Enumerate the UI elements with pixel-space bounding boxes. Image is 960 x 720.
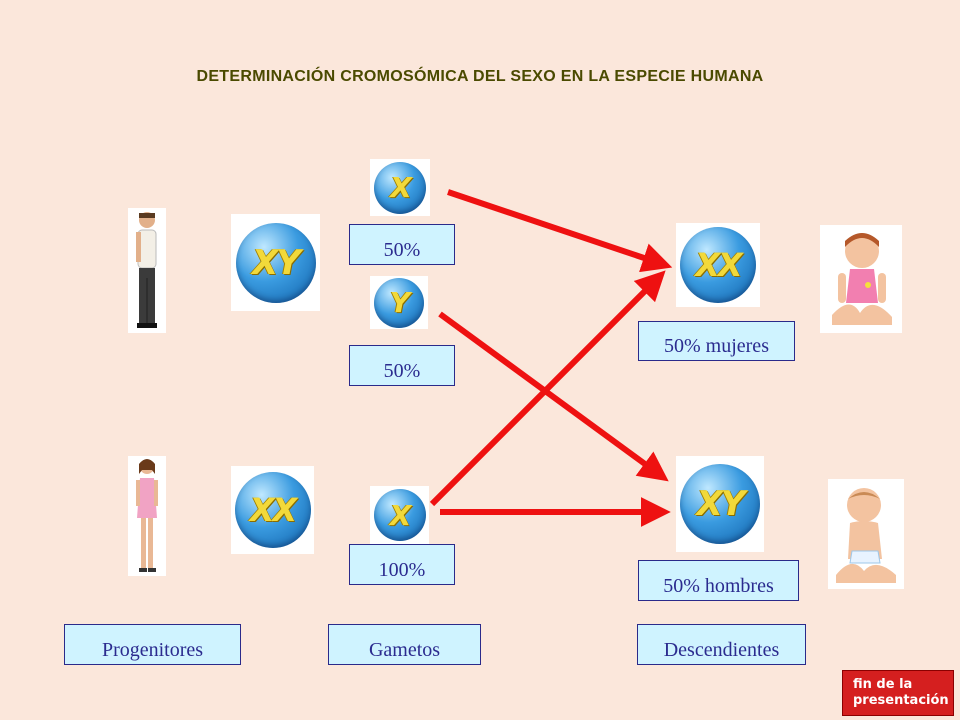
arrow-x-mother-to-daughter: [429, 270, 666, 507]
column-label-offspring: Descendientes: [637, 624, 806, 665]
woman-icon: [136, 459, 158, 572]
end-button-line1: fin de la: [853, 677, 913, 692]
gamete-x-father: X: [370, 159, 430, 216]
column-label-parents: Progenitores: [64, 624, 241, 665]
percent-gamete-x-father: 50%: [349, 224, 455, 265]
percent-sons: 50% hombres: [638, 560, 799, 601]
baby-girl-icon: [832, 233, 892, 325]
end-button-line2: presentación: [853, 693, 949, 708]
gamete-x-mother: X: [370, 486, 429, 544]
arrow-y-father-to-son: [438, 311, 669, 482]
son-chromosomes: XY: [676, 456, 764, 552]
baby-boy-figure: [828, 479, 904, 589]
father-chromosomes: XY: [231, 214, 320, 311]
percent-gamete-y-father: 50%: [349, 345, 455, 386]
mother-chromosomes: XX: [231, 466, 314, 554]
column-label-gametes: Gametos: [328, 624, 481, 665]
man-icon: [136, 212, 157, 328]
mother-figure: [128, 456, 166, 576]
percent-daughters: 50% mujeres: [638, 321, 795, 361]
percent-gamete-x-mother: 100%: [349, 544, 455, 585]
page-title: DETERMINACIÓN CROMOSÓMICA DEL SEXO EN LA…: [196, 68, 764, 85]
father-figure: [128, 208, 166, 333]
gamete-y-father: Y: [370, 276, 428, 329]
arrow-x-father-to-daughter: [447, 189, 673, 273]
baby-boy-icon: [836, 488, 896, 583]
daughter-chromosomes: XX: [676, 223, 760, 307]
end-presentation-button[interactable]: fin de la presentación: [842, 670, 954, 716]
baby-girl-figure: [820, 225, 902, 333]
